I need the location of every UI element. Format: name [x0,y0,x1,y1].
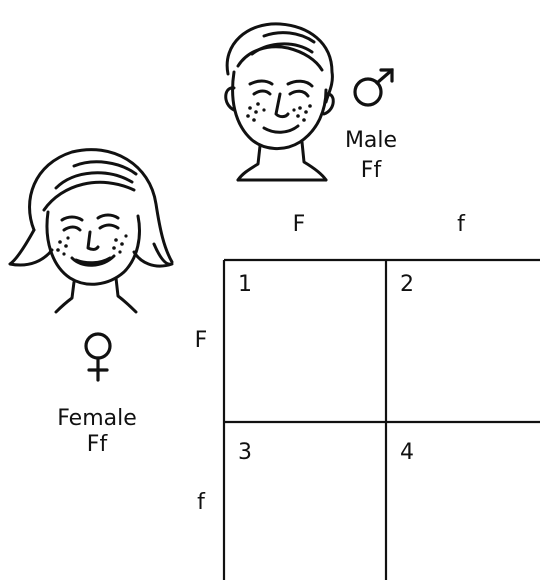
punnett-cell-3-number: 3 [238,440,252,465]
punnett-cell-2-number: 2 [400,272,414,297]
punnett-cell-1-number: 1 [238,272,252,297]
punnett-cell-4-number: 4 [400,440,414,465]
